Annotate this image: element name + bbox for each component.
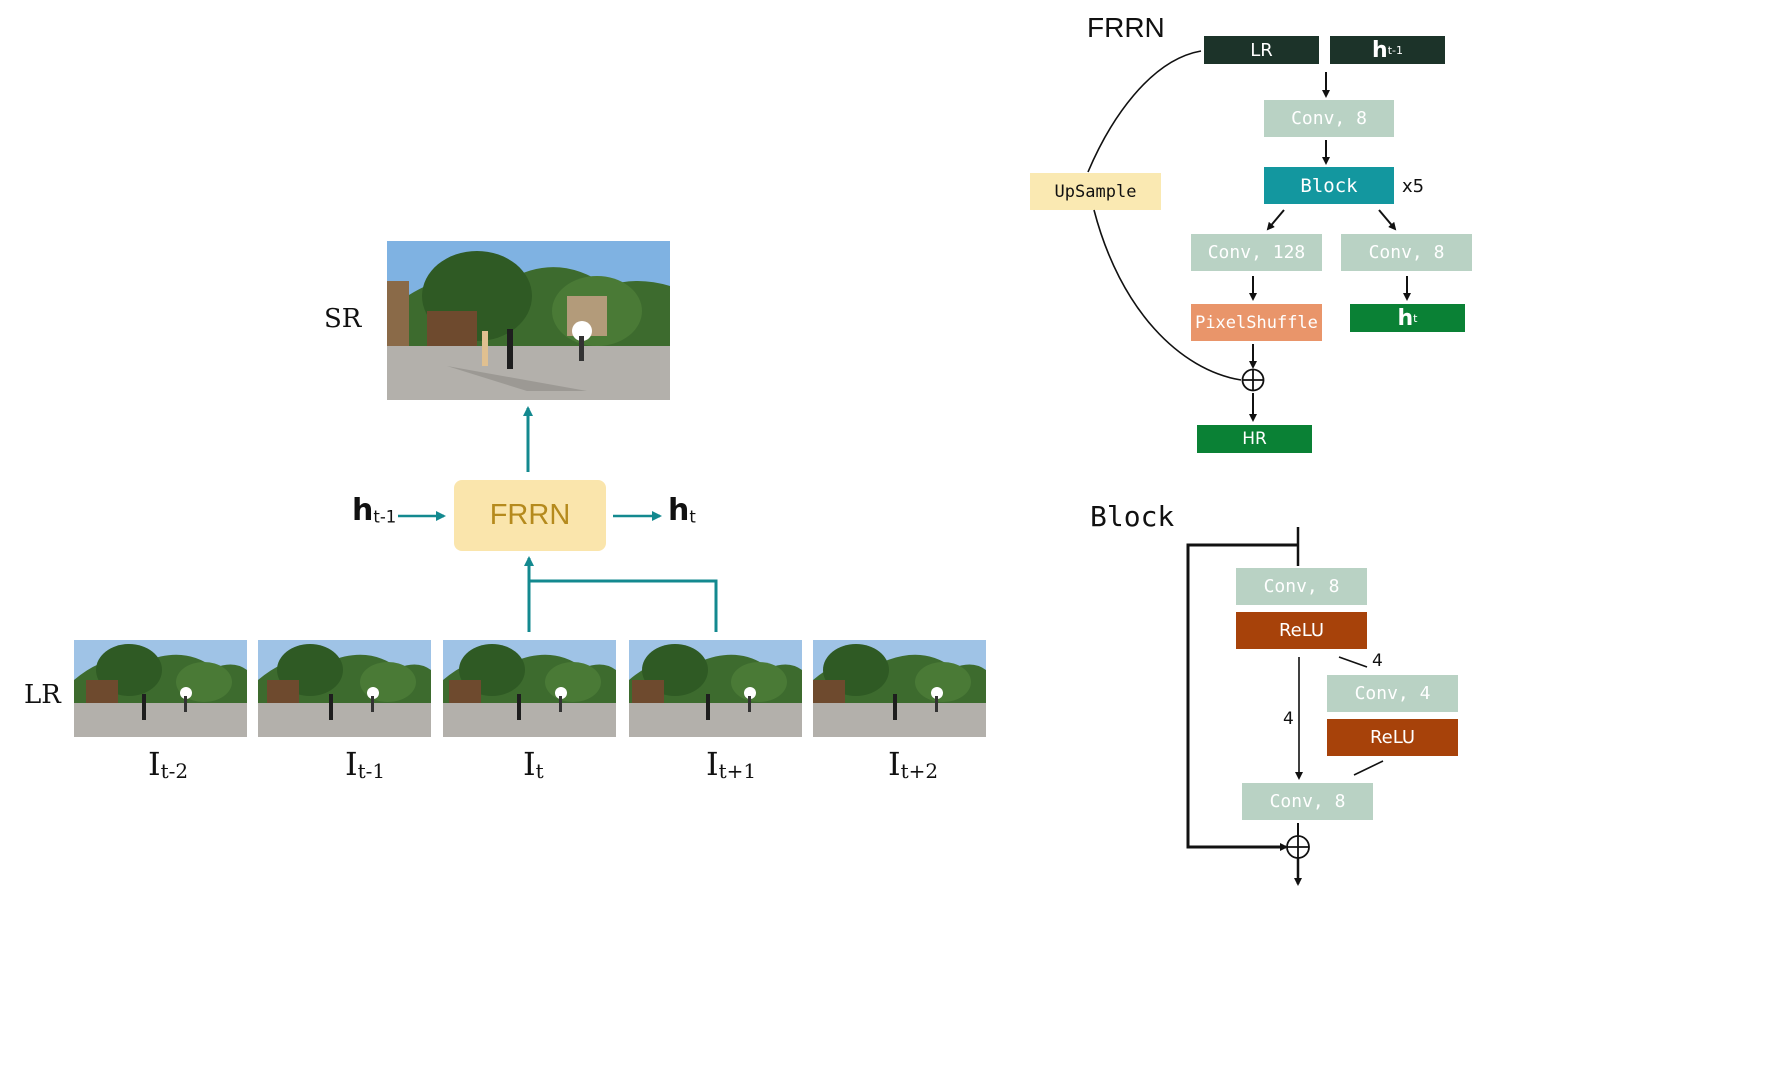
conv8-box: Conv, 8: [1264, 100, 1394, 137]
block-relu2: ReLU: [1327, 719, 1458, 756]
lr-frame-3: [629, 640, 802, 737]
arrow-block-to-conv128: [1266, 209, 1285, 231]
frrn-core-box: FRRN: [454, 480, 606, 551]
lr-frame-1: [258, 640, 431, 737]
hidden-state-in: ht-1: [352, 493, 397, 528]
conv8b-box: Conv, 8: [1341, 234, 1472, 271]
lr-frame-4: [813, 640, 986, 737]
split-label-a: 4: [1372, 651, 1383, 671]
block-relu1: ReLU: [1236, 612, 1367, 649]
sr-output-image: [387, 241, 670, 400]
block-conv4: Conv, 4: [1327, 675, 1458, 712]
repeat-label: x5: [1402, 176, 1425, 197]
arrow-frames-to-frrn: [529, 579, 718, 632]
upsample-skip-curve: [1087, 50, 1242, 381]
frame-label-1: It-1: [345, 745, 386, 783]
frrn-title: FRRN: [1087, 12, 1165, 43]
block-conv8-top: Conv, 8: [1236, 568, 1367, 605]
sr-label: SR: [324, 304, 362, 334]
block-title: Block: [1090, 500, 1175, 533]
block-box: Block: [1264, 167, 1394, 204]
block-residual-path: [1186, 543, 1298, 851]
lr-input-box: LR: [1204, 36, 1319, 64]
block-sum-node: [1286, 835, 1310, 859]
block-conv8-bottom: Conv, 8: [1242, 783, 1373, 820]
frame-label-3: It+1: [706, 745, 757, 783]
frame-label-2: It: [523, 745, 544, 783]
arrow-block-to-conv8b: [1378, 209, 1397, 231]
lr-frame-0: [74, 640, 247, 737]
frrn-sum-node: [1241, 368, 1265, 392]
block-merge-line: [1353, 760, 1384, 776]
hidden-state-out: ht: [668, 493, 696, 528]
split-label-b: 4: [1283, 709, 1294, 729]
frrn-core-label: FRRN: [489, 499, 571, 531]
pixelshuffle-box: PixelShuffle: [1191, 304, 1322, 341]
lr-label: LR: [24, 680, 61, 710]
conv128-box: Conv, 128: [1191, 234, 1322, 271]
frame-label-4: It+2: [888, 745, 939, 783]
lr-frame-2: [443, 640, 616, 737]
hr-output-box: HR: [1197, 425, 1312, 453]
frame-label-0: It-2: [148, 745, 189, 783]
block-split-line-a: [1338, 656, 1368, 668]
upsample-box: UpSample: [1030, 173, 1161, 210]
